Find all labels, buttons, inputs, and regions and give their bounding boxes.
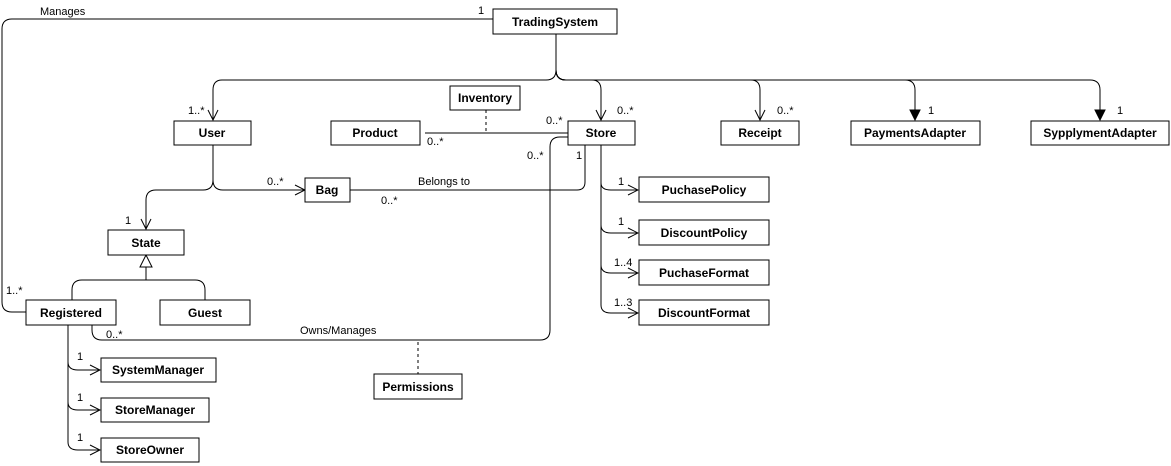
- class-purchase-format-label: PuchaseFormat: [659, 266, 749, 280]
- mult-purchase-policy: 1: [618, 176, 624, 188]
- class-purchase-format[interactable]: PuchaseFormat: [638, 259, 770, 286]
- edge-trading-system-store: [555, 34, 601, 120]
- class-inventory[interactable]: Inventory: [449, 85, 521, 111]
- class-user[interactable]: User: [173, 120, 252, 146]
- edge-store-registered-owns: [91, 136, 568, 341]
- class-user-label: User: [199, 126, 226, 140]
- label-belongs-to: Belongs to: [418, 176, 470, 188]
- class-store-manager-label: StoreManager: [115, 403, 195, 417]
- class-trading-system[interactable]: TradingSystem: [492, 8, 618, 35]
- edge-registered-generalization: [71, 279, 146, 300]
- mult-state: 1: [125, 215, 131, 227]
- class-store-owner[interactable]: StoreOwner: [100, 437, 200, 463]
- class-guest-label: Guest: [188, 306, 222, 320]
- edge-guest-generalization: [146, 279, 206, 300]
- mult-store-owns: 0..*: [527, 150, 544, 162]
- edge-store-purchase-format: [600, 145, 638, 273]
- mult-store: 0..*: [617, 105, 634, 117]
- class-purchase-policy[interactable]: PuchasePolicy: [638, 176, 770, 203]
- mult-manages-trading-system: 1: [478, 5, 484, 17]
- class-bag[interactable]: Bag: [304, 177, 351, 203]
- mult-store-owner: 1: [77, 432, 83, 444]
- class-store-manager[interactable]: StoreManager: [100, 397, 210, 423]
- mult-manages-registered: 1..*: [6, 285, 23, 297]
- mult-receipt: 0..*: [777, 105, 794, 117]
- class-purchase-policy-label: PuchasePolicy: [662, 183, 747, 197]
- mult-purchase-format: 1..4: [614, 257, 632, 269]
- class-discount-format[interactable]: DiscountFormat: [638, 299, 770, 326]
- class-store-label: Store: [586, 126, 617, 140]
- edge-manages: [1, 18, 493, 313]
- mult-discount-format: 1..3: [614, 297, 632, 309]
- edge-registered-system-manager: [67, 325, 100, 370]
- class-permissions-label: Permissions: [382, 380, 454, 394]
- class-discount-format-label: DiscountFormat: [658, 306, 750, 320]
- class-payments-adapter-label: PaymentsAdapter: [864, 126, 966, 140]
- mult-user: 1..*: [188, 105, 205, 117]
- class-product[interactable]: Product: [330, 120, 421, 146]
- edge-user-state: [146, 179, 214, 229]
- edge-store-discount-format: [600, 145, 638, 313]
- edge-trading-system-user: [213, 34, 557, 120]
- label-owns-manages: Owns/Manages: [300, 325, 377, 337]
- class-registered[interactable]: Registered: [25, 299, 117, 326]
- class-system-manager[interactable]: SystemManager: [100, 357, 217, 383]
- mult-user-bag: 0..*: [267, 176, 284, 188]
- class-state[interactable]: State: [107, 229, 185, 256]
- class-receipt[interactable]: Receipt: [720, 120, 800, 146]
- class-guest[interactable]: Guest: [159, 299, 251, 326]
- class-bag-label: Bag: [316, 183, 339, 197]
- edge-registered-store-owner: [67, 325, 100, 450]
- class-store[interactable]: Store: [567, 120, 636, 146]
- edge-trading-system-receipt: [555, 34, 760, 120]
- class-trading-system-label: TradingSystem: [512, 15, 598, 29]
- class-supplyment-adapter-label: SypplymentAdapter: [1043, 126, 1157, 140]
- mult-store-bag: 1: [576, 150, 582, 162]
- mult-product: 0..*: [427, 136, 444, 148]
- edge-bag-store: [350, 145, 586, 191]
- class-product-label: Product: [352, 126, 397, 140]
- mult-supplyment-adapter: 1: [1117, 105, 1123, 117]
- class-discount-policy-label: DiscountPolicy: [661, 226, 748, 240]
- class-payments-adapter[interactable]: PaymentsAdapter: [850, 120, 981, 146]
- class-store-owner-label: StoreOwner: [116, 443, 184, 457]
- mult-registered-owns: 0..*: [106, 329, 123, 341]
- class-inventory-label: Inventory: [458, 91, 512, 105]
- class-registered-label: Registered: [40, 306, 102, 320]
- label-manages: Manages: [40, 6, 86, 18]
- edge-trading-system-supplyment: [555, 34, 1100, 120]
- class-receipt-label: Receipt: [738, 126, 781, 140]
- edge-trading-system-payments: [555, 34, 915, 120]
- mult-system-manager: 1: [77, 351, 83, 363]
- class-discount-policy[interactable]: DiscountPolicy: [638, 219, 770, 246]
- mult-product-store: 0..*: [546, 115, 563, 127]
- edge-user-bag: [212, 145, 305, 190]
- class-system-manager-label: SystemManager: [112, 363, 204, 377]
- mult-store-manager: 1: [77, 392, 83, 404]
- class-supplyment-adapter[interactable]: SypplymentAdapter: [1030, 120, 1170, 146]
- class-permissions[interactable]: Permissions: [373, 373, 463, 400]
- class-state-label: State: [131, 236, 161, 250]
- mult-bag-store: 0..*: [381, 195, 398, 207]
- mult-payments-adapter: 1: [928, 105, 934, 117]
- mult-discount-policy: 1: [618, 216, 624, 228]
